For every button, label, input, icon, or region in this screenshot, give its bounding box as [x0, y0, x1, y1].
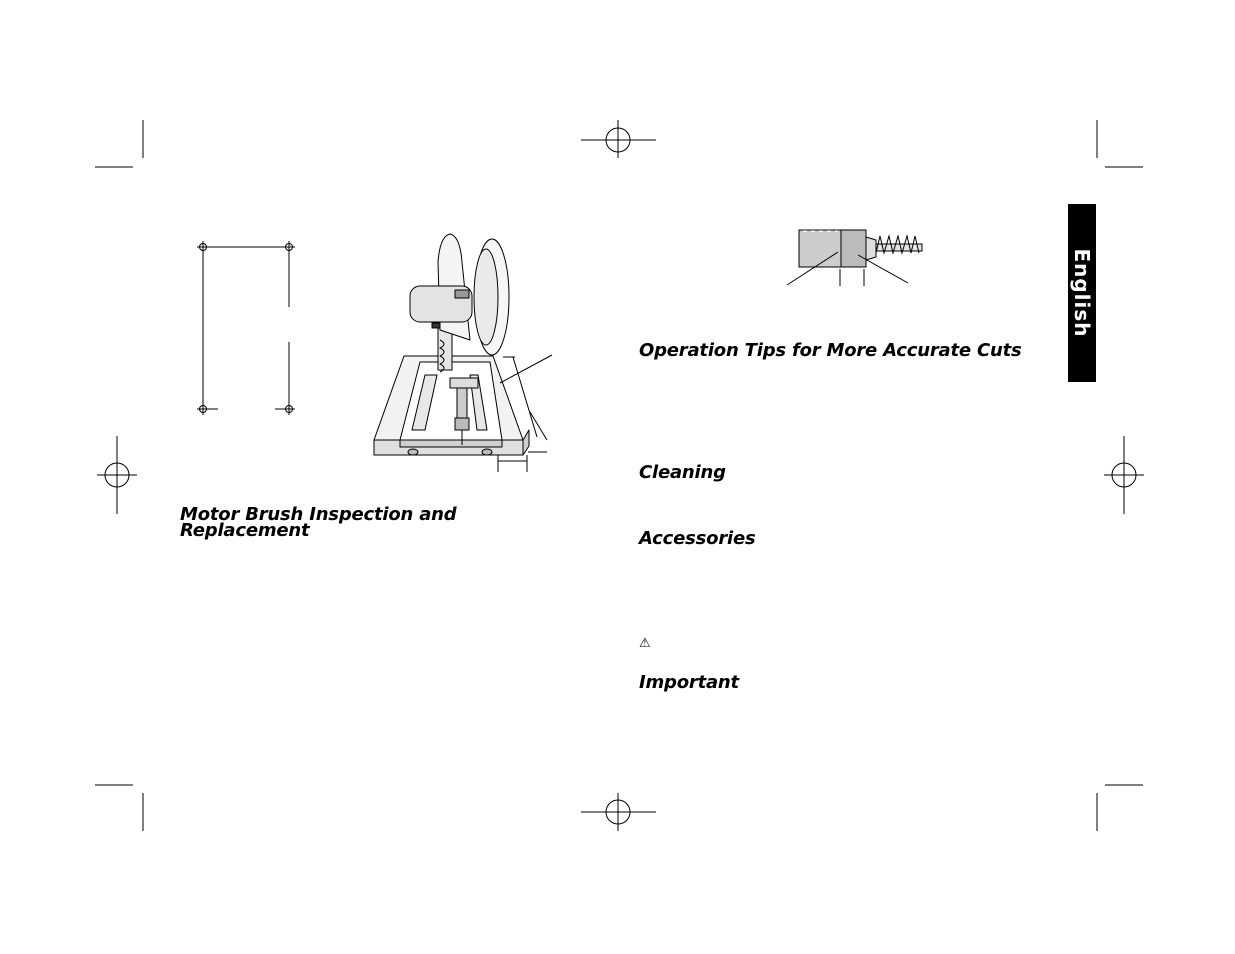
heading-motor-brush-line1: Motor Brush Inspection and — [180, 504, 457, 525]
registration-mark-bottom — [581, 793, 656, 831]
warning-triangle-icon: ⚠ — [639, 636, 651, 651]
language-tab — [1068, 204, 1096, 382]
hole-marker-bottom-left — [197, 403, 209, 415]
hole-marker-bottom-right — [283, 403, 295, 415]
language-tab-label: English — [1070, 248, 1094, 338]
hole-marker-top-right — [283, 241, 295, 253]
heading-motor-brush-line2: Replacement — [180, 520, 310, 541]
hole-marker-top-left — [197, 241, 209, 253]
heading-important: Important — [639, 672, 739, 693]
registration-mark-top — [581, 120, 656, 158]
heading-accessories: Accessories — [639, 528, 756, 549]
registration-mark-left — [97, 436, 137, 514]
heading-cleaning: Cleaning — [639, 462, 726, 483]
heading-operation-tips: Operation Tips for More Accurate Cuts — [639, 340, 1022, 361]
registration-mark-right — [1104, 436, 1144, 514]
